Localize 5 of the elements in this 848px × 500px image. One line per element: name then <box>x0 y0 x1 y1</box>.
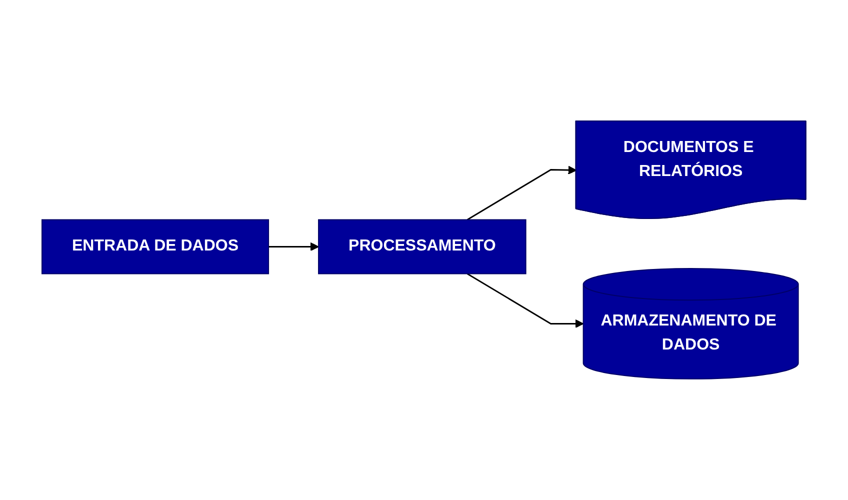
arrow <box>467 273 584 328</box>
node-box: ENTRADA DE DADOS <box>42 219 270 274</box>
node-box: PROCESSAMENTO <box>318 219 526 274</box>
arrow <box>467 166 577 220</box>
arrow <box>268 242 320 252</box>
